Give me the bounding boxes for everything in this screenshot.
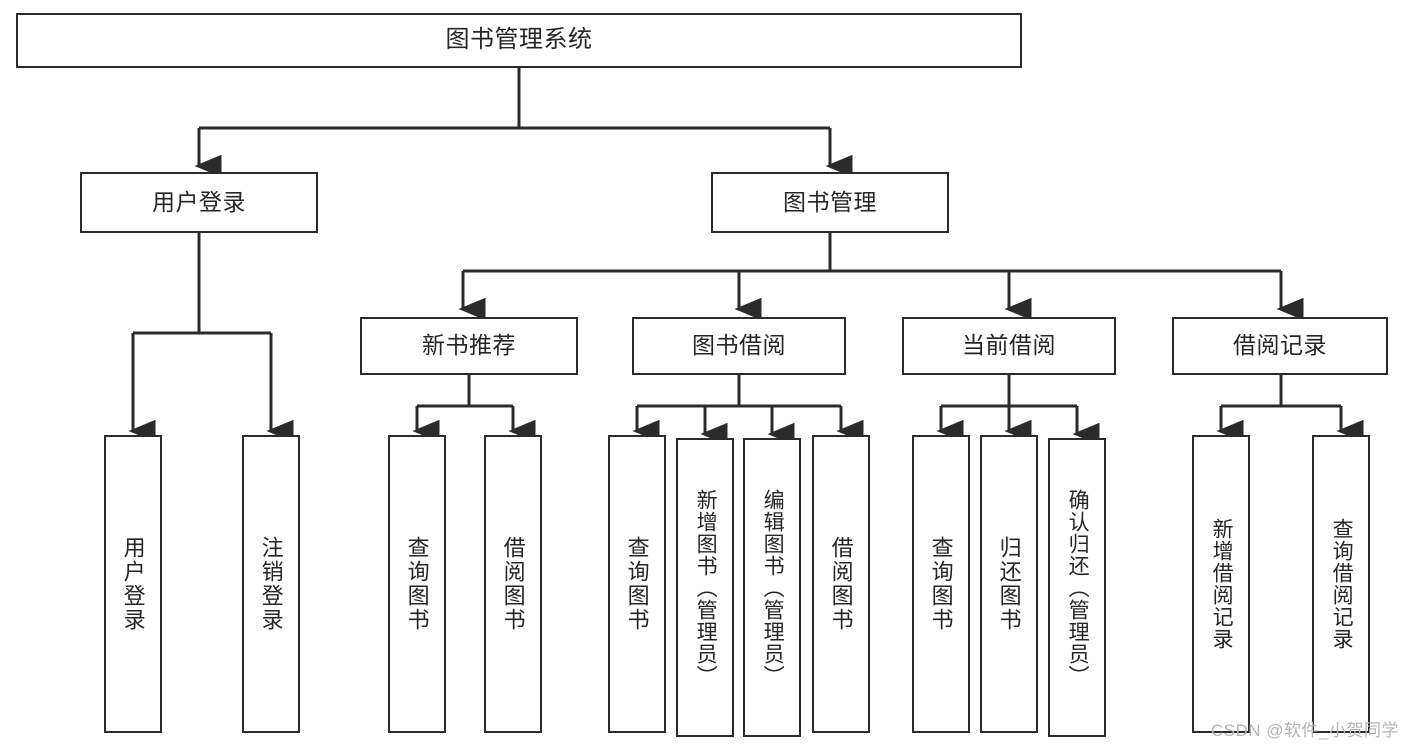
node-new-book-recommend[interactable]: 新书推荐: [360, 317, 578, 375]
node-leaf-query-record[interactable]: 查询借阅记录: [1312, 435, 1370, 733]
node-leaf-return-book-label: 归还图书: [996, 536, 1022, 632]
node-current-borrow[interactable]: 当前借阅: [902, 317, 1116, 375]
node-user-login[interactable]: 用户登录: [80, 172, 318, 233]
node-leaf-query-record-label: 查询借阅记录: [1330, 518, 1354, 650]
node-borrow-record-label: 借阅记录: [1233, 332, 1327, 359]
node-leaf-edit-book-label: 编辑图书（管理员）: [761, 488, 785, 687]
node-leaf-query-book-3[interactable]: 查询图书: [912, 435, 970, 733]
node-leaf-add-book[interactable]: 新增图书（管理员）: [676, 438, 734, 737]
node-leaf-query-book-3-label: 查询图书: [928, 536, 954, 632]
node-borrow-record[interactable]: 借阅记录: [1172, 317, 1388, 375]
node-book-management-label: 图书管理: [783, 188, 877, 215]
node-user-login-label: 用户登录: [152, 188, 246, 215]
node-leaf-borrow-book-1-label: 借阅图书: [500, 536, 526, 632]
node-leaf-add-record[interactable]: 新增借阅记录: [1192, 435, 1250, 733]
node-leaf-query-book-2-label: 查询图书: [624, 536, 650, 632]
node-leaf-borrow-book-2-label: 借阅图书: [828, 536, 854, 632]
node-leaf-user-login-label: 用户登录: [120, 536, 146, 632]
node-new-book-recommend-label: 新书推荐: [422, 332, 516, 359]
node-book-borrow[interactable]: 图书借阅: [632, 317, 846, 375]
node-current-borrow-label: 当前借阅: [962, 332, 1056, 359]
node-leaf-user-login[interactable]: 用户登录: [104, 435, 162, 733]
node-leaf-logout-label: 注销登录: [258, 536, 284, 632]
node-leaf-query-book-1-label: 查询图书: [404, 536, 430, 632]
node-leaf-logout[interactable]: 注销登录: [242, 435, 300, 733]
node-leaf-query-book-2[interactable]: 查询图书: [608, 435, 666, 733]
watermark: CSDN @软件_小贺同学: [1210, 721, 1399, 740]
node-book-borrow-label: 图书借阅: [692, 332, 786, 359]
node-root[interactable]: 图书管理系统: [16, 13, 1022, 68]
node-leaf-add-book-label: 新增图书（管理员）: [694, 488, 718, 687]
node-leaf-confirm-return[interactable]: 确认归还（管理员）: [1048, 438, 1106, 737]
node-leaf-borrow-book-1[interactable]: 借阅图书: [484, 435, 542, 733]
node-leaf-query-book-1[interactable]: 查询图书: [388, 435, 446, 733]
node-leaf-add-record-label: 新增借阅记录: [1210, 518, 1234, 650]
node-root-label: 图书管理系统: [445, 26, 593, 54]
node-leaf-return-book[interactable]: 归还图书: [980, 435, 1038, 733]
node-leaf-edit-book[interactable]: 编辑图书（管理员）: [743, 438, 801, 737]
node-book-management[interactable]: 图书管理: [711, 172, 949, 233]
node-leaf-confirm-return-label: 确认归还（管理员）: [1066, 488, 1090, 687]
node-leaf-borrow-book-2[interactable]: 借阅图书: [812, 435, 870, 733]
